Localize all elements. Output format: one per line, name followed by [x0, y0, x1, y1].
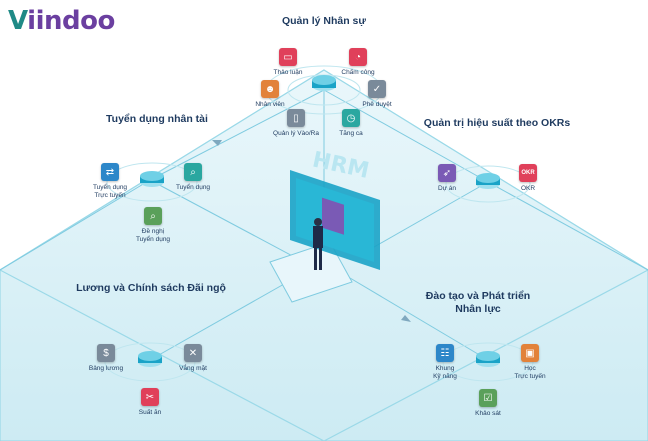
decor-arrows [212, 140, 411, 322]
absence-icon[interactable]: ✕ [184, 344, 202, 362]
magnifier-icon[interactable]: ⌕ [144, 207, 162, 225]
dev-item-label: Khảo sát [475, 410, 501, 417]
pay-item-label: Vắng mặt [179, 365, 207, 372]
search-icon[interactable]: ⌕ [184, 163, 202, 181]
recruit-item-label: Tuyển dụng Trực tuyến [92, 184, 128, 199]
pay-item-label: Bảng lương [88, 365, 124, 372]
rocket-icon[interactable]: ➶ [438, 164, 456, 182]
payroll-icon[interactable]: $ [97, 344, 115, 362]
skills-icon[interactable]: ☷ [436, 344, 454, 362]
okr-item-label: Dự án [437, 185, 457, 192]
approve-icon[interactable]: ✓ [368, 80, 386, 98]
title-dev: Đào tạo và Phát triển Nhân lực [425, 290, 531, 315]
title-hr: Quản lý Nhân sự [281, 15, 367, 27]
hr-item-label: Thảo luận [273, 69, 303, 76]
okr-icon[interactable]: OKR [519, 164, 537, 182]
hr-item-label: Tăng ca [339, 130, 363, 137]
recruit-item-label: Đề nghị Tuyển dụng [135, 228, 171, 243]
hr-item-label: Nhân viên [255, 101, 285, 108]
module-hubs [138, 75, 500, 367]
recruit-item-label: Tuyển dụng [175, 184, 211, 191]
platform-outline [0, 69, 648, 441]
hr-item-label: Quản lý Vào/Ra [273, 130, 319, 137]
title-recruit: Tuyển dụng nhân tài [106, 113, 208, 125]
survey-icon[interactable]: ☑ [479, 389, 497, 407]
okr-item-label: OKR [520, 185, 536, 192]
person-figure [313, 218, 323, 270]
hr-item-label: Phê duyệt [362, 101, 392, 108]
share-icon[interactable]: ⇄ [101, 163, 119, 181]
title-okr: Quản trị hiệu suất theo OKRs [423, 117, 571, 129]
elearning-icon[interactable]: ▣ [521, 344, 539, 362]
meal-icon[interactable]: ✂ [141, 388, 159, 406]
logo-text: iindoo [27, 6, 115, 36]
people-icon[interactable]: ☻ [261, 80, 279, 98]
hrm-screen: HRM [269, 148, 380, 303]
hr-item-label: Chấm công [341, 69, 375, 76]
profile-card [322, 197, 344, 235]
door-icon[interactable]: ▯ [287, 109, 305, 127]
title-pay: Lương và Chính sách Đãi ngộ [76, 282, 226, 294]
pie-chart-icon[interactable]: ◔ [349, 48, 367, 66]
logo-letter-v: V [8, 6, 28, 36]
dev-item-label: Học Trực tuyến [514, 365, 546, 380]
chat-icon[interactable]: ▭ [279, 48, 297, 66]
viindoo-logo[interactable]: Viindoo [8, 6, 115, 36]
clock-icon[interactable]: ◷ [342, 109, 360, 127]
dev-item-label: Khung Kỹ năng [433, 365, 457, 380]
floor-pad [269, 241, 353, 303]
pay-item-label: Suất ăn [138, 409, 162, 416]
